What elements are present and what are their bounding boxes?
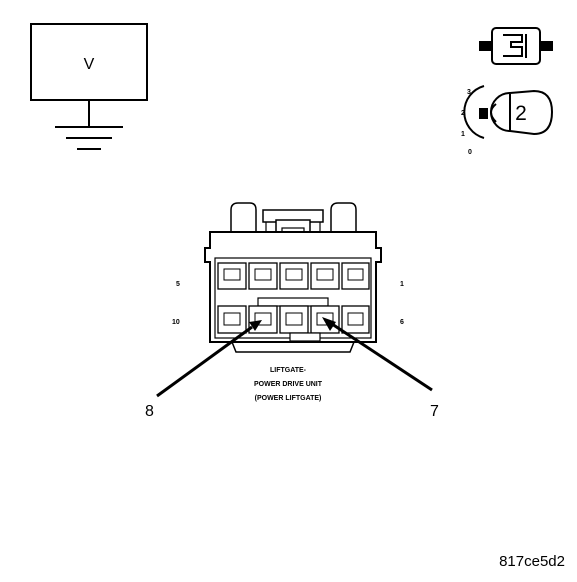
voltmeter-label: V — [84, 56, 95, 73]
connector-label-line-1: LIFTGATE- — [270, 367, 307, 374]
callout-7-label: 7 — [430, 403, 439, 420]
switch-position-0: 0 — [468, 149, 472, 156]
figure-code: 817ce5d2 — [499, 553, 565, 570]
connector-label-line-2: POWER DRIVE UNIT — [254, 381, 323, 388]
liftgate-connector: 5 1 10 6 LIFTGATE- POWER DRIVE UNIT (POW… — [172, 202, 404, 402]
callout-7-arrow — [322, 317, 433, 392]
ignition-position-label: 2 — [515, 102, 527, 125]
switch-position-2: 2 — [461, 110, 465, 117]
switch-position-1: 1 — [461, 131, 465, 138]
top-pin-row — [217, 262, 370, 290]
pin-number-1: 1 — [400, 281, 404, 288]
voltmeter-symbol: V — [30, 23, 148, 150]
callout-8-arrow — [156, 320, 262, 398]
connector-skirt — [231, 341, 355, 353]
switch-position-3: 3 — [467, 89, 471, 96]
pin-number-6: 6 — [400, 319, 404, 326]
disconnect-connector-icon — [479, 27, 553, 65]
callout-8-label: 8 — [145, 403, 154, 420]
ignition-key-icon: 2 3 2 1 0 — [461, 85, 554, 156]
pin-number-5: 5 — [176, 281, 180, 288]
connector-label-line-3: (POWER LIFTGATE) — [255, 395, 322, 402]
pin-number-10: 10 — [172, 319, 180, 326]
